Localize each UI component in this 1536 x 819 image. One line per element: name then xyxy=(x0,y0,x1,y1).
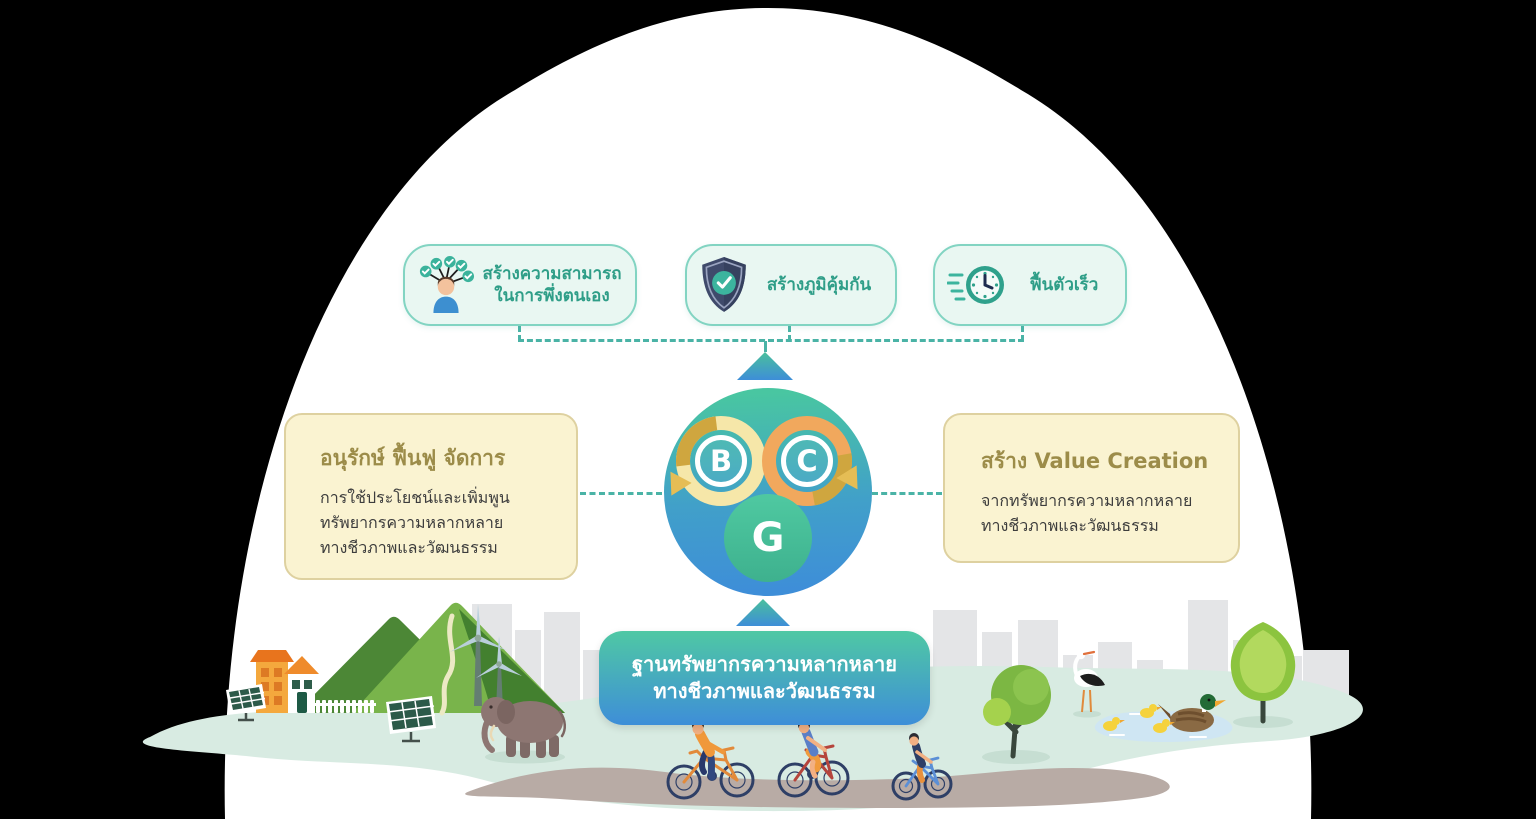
ducklings xyxy=(1103,704,1175,733)
connector-stub-right xyxy=(1021,326,1024,341)
house xyxy=(250,650,319,713)
left-note-title: อนุรักษ์ ฟื้นฟู จัดการ xyxy=(320,446,506,470)
cyclist-kid xyxy=(891,733,953,801)
pond xyxy=(1094,694,1233,742)
tall-tree xyxy=(1230,622,1296,728)
bcg-circle: B C G xyxy=(657,388,872,596)
round-tree xyxy=(982,665,1051,764)
cyclist-man xyxy=(666,719,755,800)
connector-left-box xyxy=(580,492,662,495)
stork xyxy=(1073,650,1105,718)
outcome-pill-fast-recovery: ฟื้นตัวเร็ว xyxy=(933,244,1127,326)
connector-right-box xyxy=(872,492,942,495)
right-note-body: จากทรัพยากรความหลากหลาย ทางชีวภาพและวัฒน… xyxy=(981,491,1193,535)
road xyxy=(465,767,1170,808)
fast-recovery-clock-icon xyxy=(947,266,1004,304)
outcome-label: สร้างความสามารถ ในการพึ่งตนเอง xyxy=(482,263,622,306)
connector-stub-left xyxy=(518,326,521,341)
connector-horizontal-line xyxy=(518,339,1024,342)
mallard-duck xyxy=(1158,694,1226,732)
base-resource-label: ฐานทรัพยากรความหลากหลาย ทางชีวภาพและวัฒน… xyxy=(631,652,898,703)
self-reliance-icon xyxy=(419,256,475,314)
connector-stub-center xyxy=(764,341,767,352)
right-note-box: สร้าง Value Creation จากทรัพยากรความหลาก… xyxy=(943,413,1240,563)
connector-stub-middle xyxy=(788,326,791,341)
letter-b: B xyxy=(695,435,747,487)
elephant xyxy=(481,697,566,764)
outcome-pill-self-reliance: สร้างความสามารถ ในการพึ่งตนเอง xyxy=(403,244,637,326)
letter-g: G xyxy=(724,494,812,582)
base-resource-box: ฐานทรัพยากรความหลากหลาย ทางชีวภาพและวัฒน… xyxy=(599,631,930,725)
outcome-label: ฟื้นตัวเร็ว xyxy=(1029,274,1099,295)
mountains xyxy=(296,602,565,716)
immunity-shield-icon xyxy=(702,257,746,312)
left-note-box: อนุรักษ์ ฟื้นฟู จัดการ การใช้ประโยชน์และ… xyxy=(284,413,578,580)
picket-fence xyxy=(314,700,376,713)
left-note-body: การใช้ประโยชน์และเพิ่มพูน ทรัพยากรความหล… xyxy=(320,488,510,557)
outcome-pill-immunity: สร้างภูมิคุ้มกัน xyxy=(685,244,897,326)
outcome-label: สร้างภูมิคุ้มกัน xyxy=(766,274,872,295)
cyclist-woman xyxy=(777,714,850,798)
solar-panel xyxy=(226,684,436,743)
right-note-title: สร้าง Value Creation xyxy=(981,449,1209,473)
letter-c: C xyxy=(781,435,833,487)
